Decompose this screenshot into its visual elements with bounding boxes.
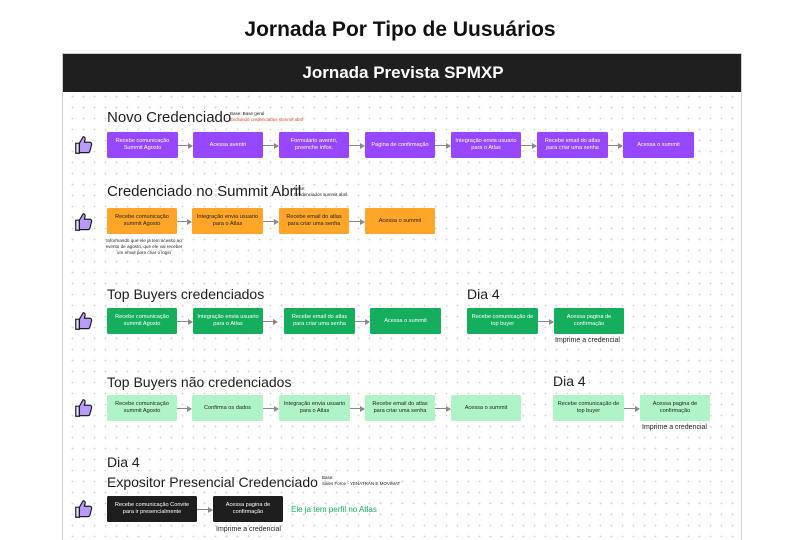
print-credential-note: Imprime a credencial <box>555 337 620 344</box>
flow-arrow <box>263 142 279 149</box>
thumbs-up-icon <box>75 312 93 330</box>
flow-arrow <box>177 218 192 225</box>
whiteboard-canvas[interactable]: Jornada Prevista SPMXP Novo Credenciado … <box>62 53 742 540</box>
section-title-top-cred: Top Buyers credenciados <box>107 286 265 302</box>
step-box[interactable]: Acessa pagina de confirmação <box>640 395 710 421</box>
section-meta-expositor: Base: Sales Force - YENATRAN E MOVIMAT <box>322 475 401 486</box>
section-title-abril: Credenciado no Summit Abril <box>107 183 302 200</box>
step-box[interactable]: Formulario aventri, preenche infos. <box>279 132 349 158</box>
flow-arrow <box>355 318 370 325</box>
step-box[interactable]: Acessa o summit <box>370 308 441 334</box>
step-box[interactable]: Recebe email do atlas para criar uma sen… <box>279 208 349 234</box>
print-credential-note: Imprime a credencial <box>216 526 281 533</box>
flow-arrow <box>521 142 537 149</box>
section-title-top-nao: Top Buyers não credenciados <box>107 374 292 390</box>
flow-arrow <box>263 405 279 412</box>
section-title-novo: Novo Credenciado <box>107 109 232 126</box>
flow-arrow <box>349 142 365 149</box>
dia-label: Dia 4 <box>553 373 586 389</box>
step-box[interactable]: Acessa aventri <box>193 132 263 158</box>
step-box[interactable]: Acessa o summit <box>365 208 435 234</box>
thumbs-up-icon <box>75 399 93 417</box>
step-box[interactable]: Integração envia usuario para o Atlas <box>451 132 521 158</box>
section-title-expositor: Expositor Presencial Credenciado <box>107 474 318 490</box>
print-credential-note: Imprime a credencial <box>642 424 707 431</box>
step-box[interactable]: Recebe comunicação summit Agosto <box>107 208 177 234</box>
flow-arrow <box>197 506 213 513</box>
thumbs-up-icon <box>75 213 93 231</box>
flow-arrow <box>624 405 640 412</box>
flow-arrow <box>538 318 554 325</box>
flow-arrow <box>350 405 365 412</box>
step-box[interactable]: Acessa o summit <box>623 132 694 158</box>
step-box[interactable]: Integração envia usuario para o Atlas <box>279 395 350 421</box>
step-box[interactable]: Recebe comunicação summit Agosto <box>107 308 177 334</box>
step-box[interactable]: Pagina de confirmação <box>365 132 435 158</box>
step-box[interactable]: Integração envia usuario para o Atlas <box>192 208 263 234</box>
thumbs-up-icon <box>75 136 93 154</box>
flow-arrow <box>263 218 279 225</box>
step-box[interactable]: Recebe comunicação Convite para ir prese… <box>107 496 197 522</box>
page-title: Jornada Por Tipo de Uusuários <box>244 18 556 41</box>
section-meta-novo: Base: Base geral Excluindo credenciados … <box>230 111 304 122</box>
section-note-abril: Informando que ele ja tem acesso ao even… <box>105 238 183 255</box>
section-meta-abril: Base: Credenciados summit abril <box>294 186 348 197</box>
flow-arrow <box>177 405 192 412</box>
step-box[interactable]: Integração envia usuario para o Atlas <box>193 308 263 334</box>
flow-arrow <box>263 318 278 325</box>
thumbs-up-icon <box>75 500 93 518</box>
flow-arrow <box>349 218 365 225</box>
board-title: Jornada Prevista SPMXP <box>63 54 741 92</box>
flow-arrow <box>435 405 451 412</box>
step-box[interactable]: Recebe comunicação de top buyer <box>467 308 538 334</box>
step-box[interactable]: Acessa o summit <box>451 395 521 421</box>
flow-arrow <box>178 142 193 149</box>
step-box[interactable]: Recebe email do atlas para criar uma sen… <box>537 132 608 158</box>
step-box[interactable]: Recebe comunicação de top buyer <box>553 395 624 421</box>
step-box[interactable]: Acessa pagina de confirmação <box>554 308 624 334</box>
flow-arrow <box>435 142 451 149</box>
step-box[interactable]: Recebe email do atlas para criar uma sen… <box>284 308 355 334</box>
step-box[interactable]: Confirma os dados <box>192 395 263 421</box>
step-box[interactable]: Acessa pagina de confirmação <box>213 496 283 522</box>
dia-label: Dia 4 <box>107 454 140 470</box>
step-box[interactable]: Recebe email do atlas para criar uma sen… <box>365 395 435 421</box>
step-box[interactable]: Recebe comunicação Summit Agosto <box>107 132 178 158</box>
flow-arrow <box>608 142 623 149</box>
flow-arrow <box>177 318 193 325</box>
step-box[interactable]: Recebe comunicação summit Agosto <box>107 395 177 421</box>
dia-label: Dia 4 <box>467 286 500 302</box>
atlas-profile-note: Ele ja tem perfil no Atlas <box>291 505 377 514</box>
